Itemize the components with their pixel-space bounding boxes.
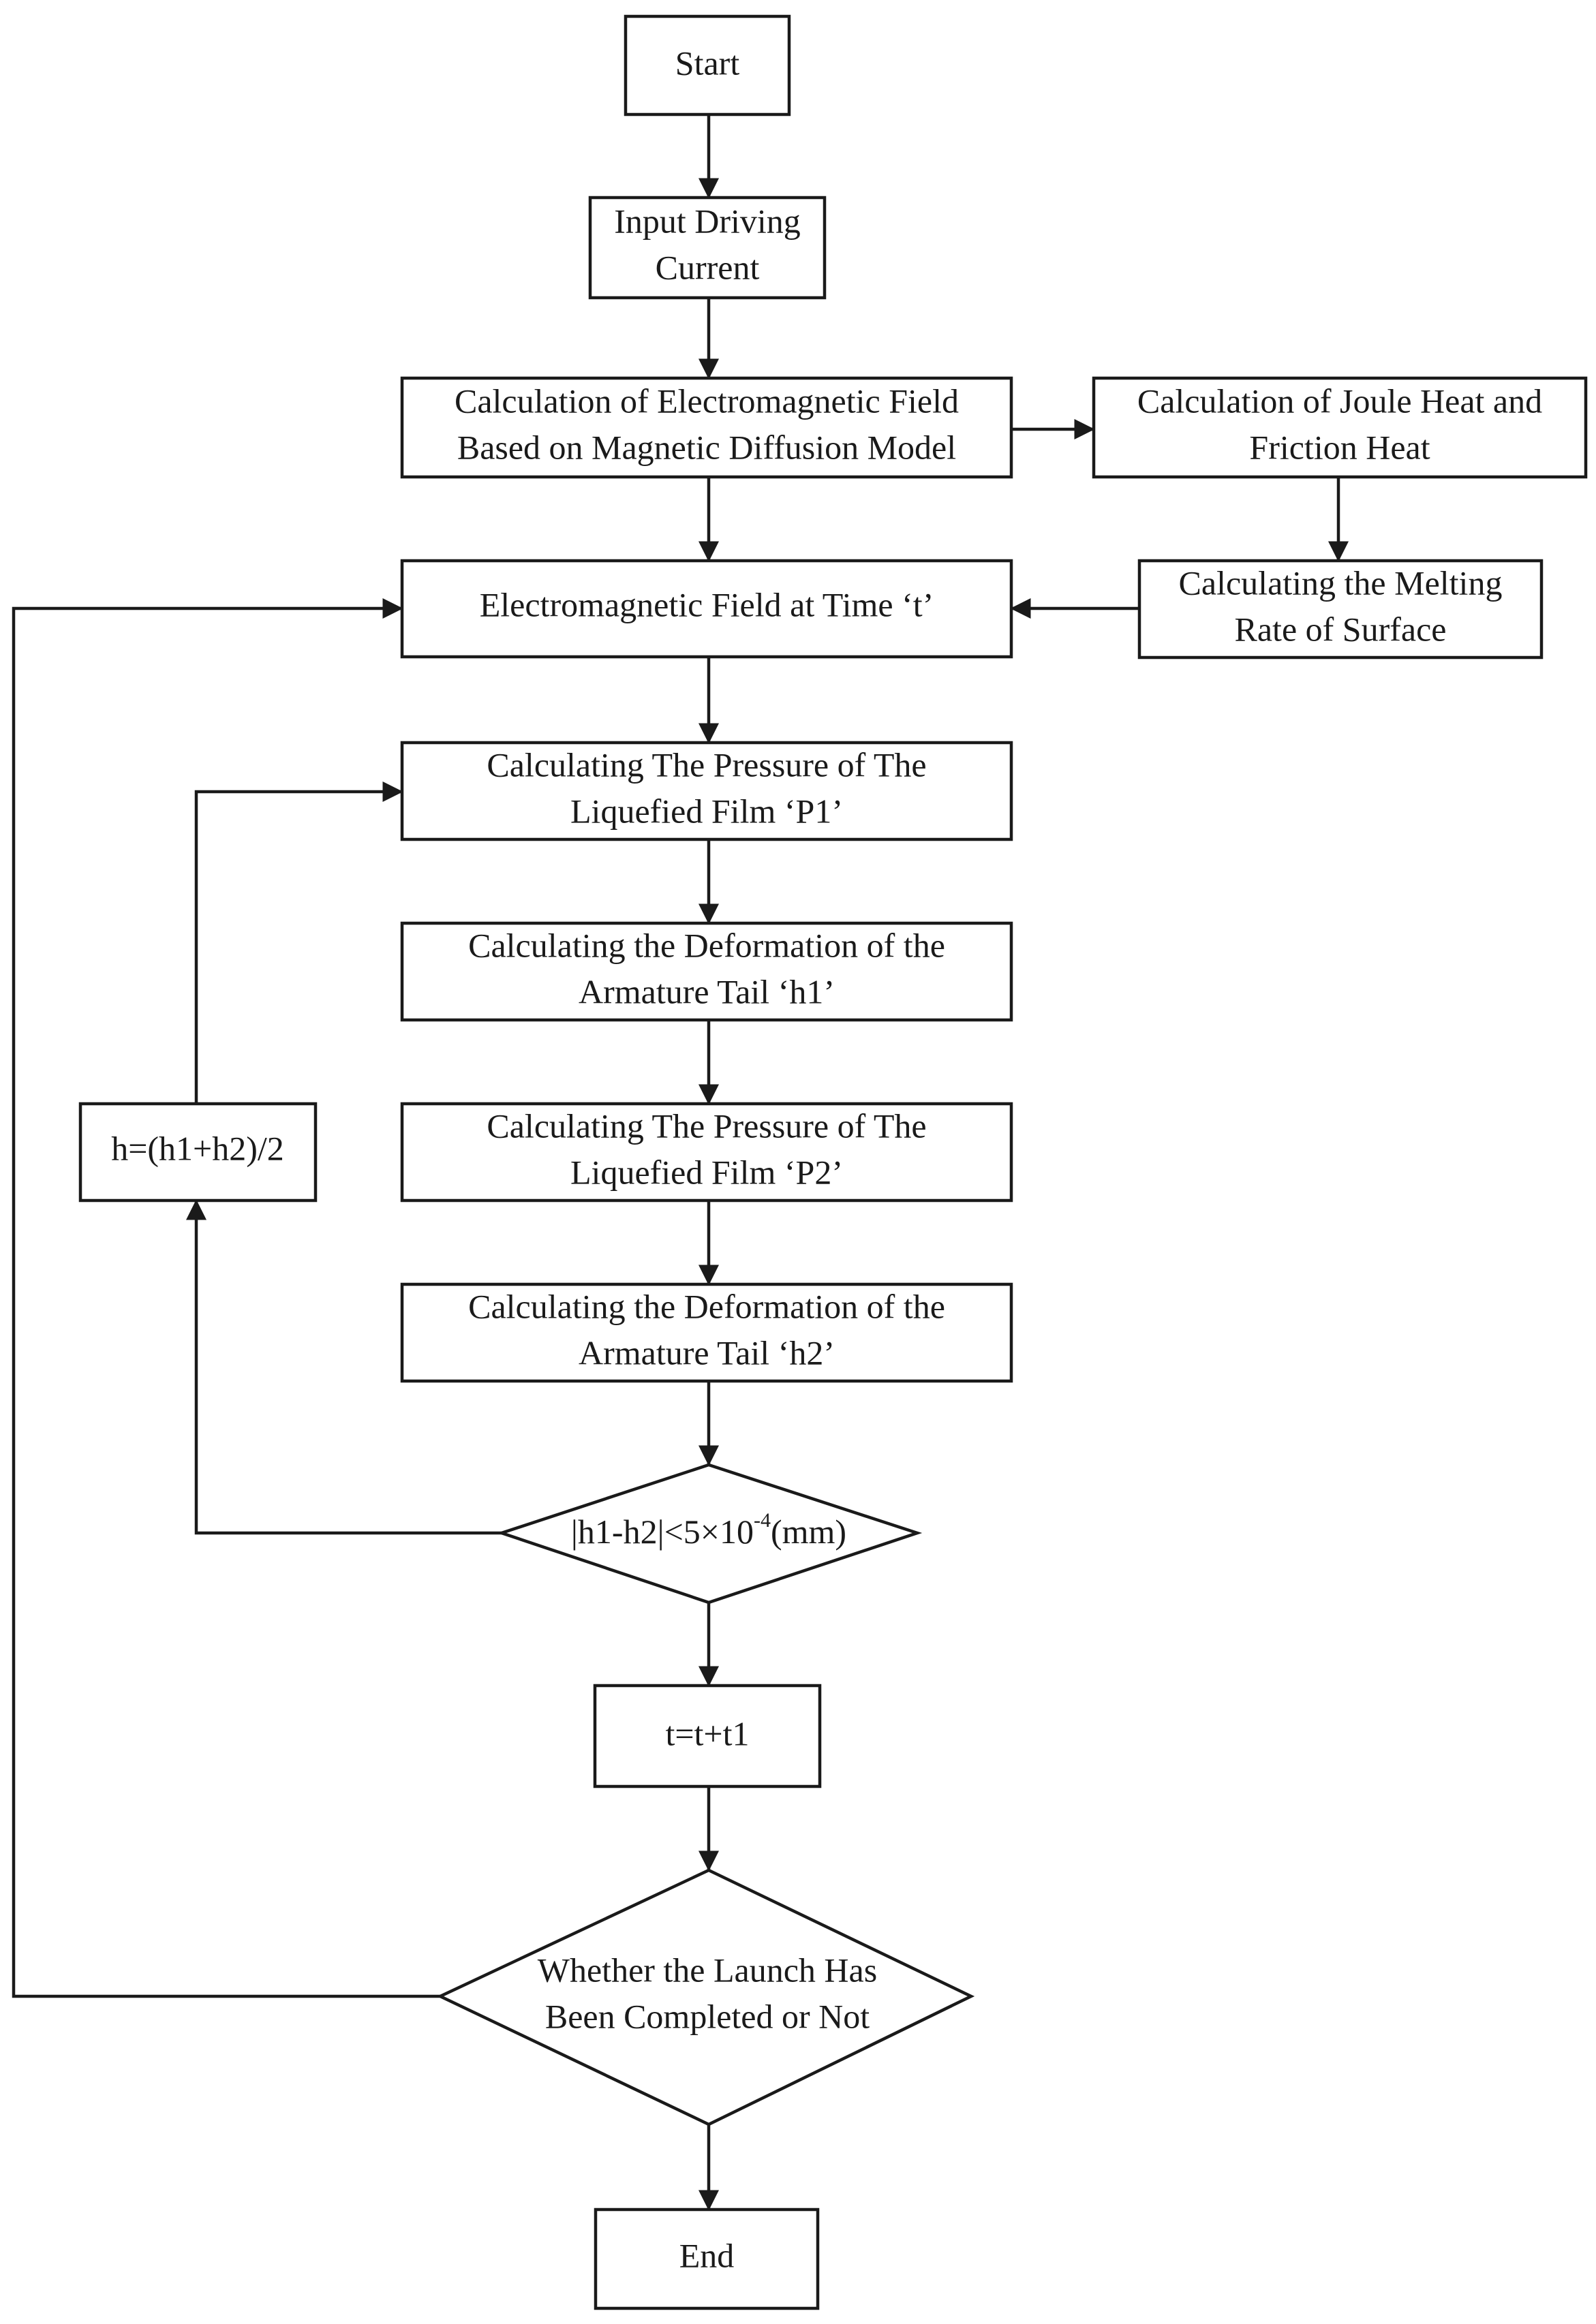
em-field-calc-label-line1: Calculation of Electromagnetic Field bbox=[455, 382, 959, 420]
connectors bbox=[12, 114, 1349, 2211]
time-step-label: t=t+t1 bbox=[665, 1714, 749, 1752]
deform-h1-label-line2: Armature Tail ‘h1’ bbox=[579, 972, 835, 1010]
em-field-calc-label-line2: Based on Magnetic Diffusion Model bbox=[457, 428, 956, 466]
end-node: End bbox=[594, 2207, 820, 2310]
joule-heat-label-line1: Calculation of Joule Heat and bbox=[1137, 382, 1542, 420]
input-current-label-line2: Current bbox=[656, 248, 760, 286]
convergence-check-label: |h1-h2|<5×10-4(mm) bbox=[571, 1509, 846, 1551]
deform-h1-node: Calculating the Deformation of the Armat… bbox=[400, 921, 1013, 1022]
h-average-label: h=(h1+h2)/2 bbox=[111, 1129, 284, 1167]
pressure-p1-label-line1: Calculating The Pressure of The bbox=[487, 745, 926, 784]
arrow-check-to-haverage bbox=[186, 1199, 502, 1535]
h-average-node: h=(h1+h2)/2 bbox=[78, 1102, 318, 1203]
joule-heat-label-line2: Friction Heat bbox=[1249, 428, 1430, 466]
arrow-haverage-to-p1 bbox=[194, 781, 403, 1104]
em-field-time-label: Electromagnetic Field at Time ‘t’ bbox=[480, 585, 934, 623]
input-current-label-line1: Input Driving bbox=[614, 202, 801, 240]
arrow-launch-to-emfield bbox=[12, 598, 440, 1998]
em-field-time-node: Electromagnetic Field at Time ‘t’ bbox=[400, 559, 1013, 659]
melting-rate-label-line2: Rate of Surface bbox=[1235, 610, 1447, 648]
melting-rate-label-line1: Calculating the Melting bbox=[1179, 563, 1503, 602]
time-step-node: t=t+t1 bbox=[593, 1684, 822, 1788]
em-field-calc-node: Calculation of Electromagnetic Field Bas… bbox=[400, 376, 1013, 479]
convergence-prefix: |h1-h2|<5×10 bbox=[571, 1513, 754, 1551]
pressure-p2-label-line2: Liquefied Film ‘P2’ bbox=[570, 1153, 843, 1191]
pressure-p2-label-line1: Calculating The Pressure of The bbox=[487, 1106, 926, 1145]
pressure-p1-node: Calculating The Pressure of The Liquefie… bbox=[400, 741, 1013, 841]
deform-h2-label-line2: Armature Tail ‘h2’ bbox=[579, 1333, 835, 1372]
input-current-node: Input Driving Current bbox=[588, 196, 827, 300]
joule-heat-node: Calculation of Joule Heat and Friction H… bbox=[1092, 376, 1588, 479]
convergence-check-node: |h1-h2|<5×10-4(mm) bbox=[496, 1463, 923, 1605]
convergence-exponent: -4 bbox=[754, 1509, 771, 1532]
pressure-p2-node: Calculating The Pressure of The Liquefie… bbox=[400, 1102, 1013, 1203]
deform-h1-label-line1: Calculating the Deformation of the bbox=[468, 926, 945, 964]
start-node: Start bbox=[624, 14, 791, 117]
melting-rate-node: Calculating the Melting Rate of Surface bbox=[1137, 559, 1544, 660]
launch-check-label-line1: Whether the Launch Has bbox=[538, 1951, 877, 1989]
launch-check-node: Whether the Launch Has Been Completed or… bbox=[436, 1868, 975, 2126]
deform-h2-label-line1: Calculating the Deformation of the bbox=[468, 1287, 945, 1325]
end-label: End bbox=[679, 2236, 735, 2274]
launch-check-label-line2: Been Completed or Not bbox=[545, 1997, 870, 2035]
convergence-suffix: (mm) bbox=[771, 1513, 846, 1551]
start-label: Start bbox=[675, 44, 740, 82]
deform-h2-node: Calculating the Deformation of the Armat… bbox=[400, 1282, 1013, 1383]
pressure-p1-label-line2: Liquefied Film ‘P1’ bbox=[570, 792, 843, 830]
